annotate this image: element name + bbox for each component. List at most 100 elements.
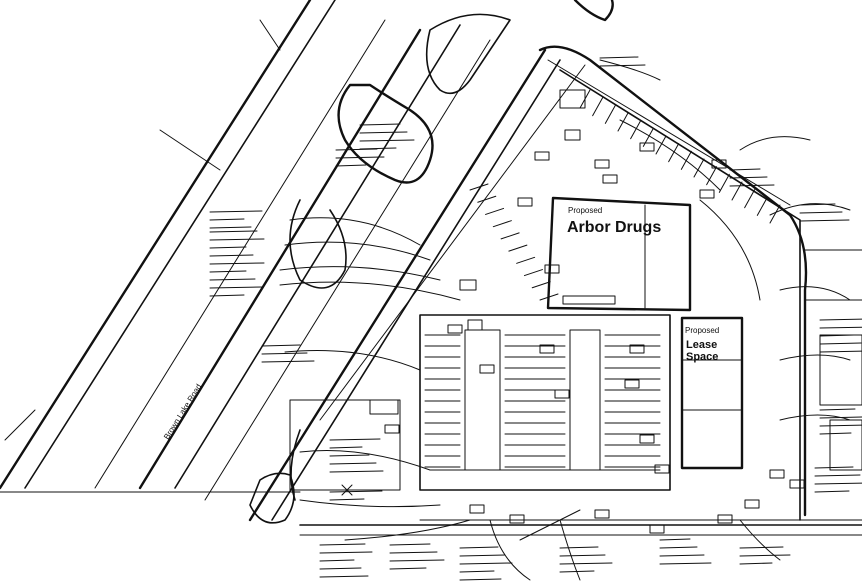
drawing-stroke bbox=[508, 244, 528, 252]
drawing-stroke bbox=[819, 424, 862, 427]
label-box bbox=[479, 364, 495, 374]
label-box bbox=[744, 499, 760, 509]
label-box bbox=[534, 151, 550, 161]
drawing-stroke bbox=[729, 184, 775, 187]
label-box bbox=[654, 464, 670, 474]
drawing-stroke bbox=[459, 578, 502, 581]
drawing-stroke bbox=[739, 562, 773, 565]
drawing-stroke bbox=[814, 466, 854, 469]
drawing-stroke bbox=[209, 278, 256, 281]
drawing-stroke bbox=[477, 195, 497, 203]
drawing-stroke bbox=[261, 352, 308, 355]
drawing-stroke bbox=[459, 546, 499, 549]
drawing-stroke bbox=[209, 230, 258, 233]
drawing-stroke bbox=[655, 135, 667, 155]
drawing-stroke bbox=[819, 432, 852, 435]
road-label: Brown Lake Road bbox=[162, 382, 203, 441]
drawing-stroke bbox=[630, 120, 642, 140]
lease-name-line1: Lease bbox=[686, 339, 717, 351]
drawing-stroke bbox=[359, 123, 401, 126]
label-box bbox=[594, 159, 610, 169]
label-box bbox=[469, 504, 485, 514]
drawing-stroke bbox=[819, 342, 862, 345]
label-box bbox=[711, 159, 727, 169]
drawing-stroke bbox=[319, 551, 373, 554]
drawing-stroke bbox=[209, 270, 247, 273]
drawing-stroke bbox=[559, 570, 595, 573]
drawing-stroke bbox=[814, 490, 850, 493]
right-edge-structures bbox=[804, 249, 862, 471]
drawing-stroke bbox=[531, 281, 551, 289]
drawing-stroke bbox=[359, 131, 408, 134]
drawing-stroke bbox=[819, 326, 862, 329]
road-lanes bbox=[0, 0, 586, 522]
drawing-stroke bbox=[729, 168, 761, 171]
drawing-stroke bbox=[209, 246, 247, 249]
label-box bbox=[639, 434, 655, 444]
drawing-stroke bbox=[592, 97, 604, 117]
drawing-stroke bbox=[769, 204, 781, 224]
parking-stalls bbox=[424, 334, 661, 468]
drawing-stroke bbox=[819, 350, 862, 353]
drawing-stroke bbox=[335, 148, 378, 151]
label-box bbox=[602, 174, 618, 184]
drawing-stroke bbox=[389, 559, 445, 562]
drawing-stroke bbox=[329, 470, 384, 473]
drawing-stroke bbox=[559, 554, 606, 557]
drawing-stroke bbox=[604, 104, 616, 124]
label-box bbox=[717, 514, 733, 524]
drawing-stroke bbox=[739, 554, 791, 557]
drawing-stroke bbox=[209, 254, 254, 257]
drawing-stroke bbox=[744, 189, 756, 209]
label-box bbox=[699, 189, 715, 199]
drawing-stroke bbox=[209, 210, 263, 213]
drawing-stroke bbox=[319, 575, 369, 578]
drawing-stroke bbox=[329, 454, 370, 457]
drawing-stroke bbox=[659, 546, 698, 549]
drawing-stroke bbox=[706, 166, 718, 186]
drawing-stroke bbox=[599, 64, 646, 67]
drawing-stroke bbox=[261, 344, 301, 347]
label-box bbox=[554, 389, 570, 399]
drawing-stroke bbox=[389, 551, 438, 554]
label-box bbox=[384, 424, 400, 434]
lease-proposed-label: Proposed bbox=[685, 326, 719, 335]
drawing-stroke bbox=[659, 538, 691, 541]
drawing-stroke bbox=[659, 554, 705, 557]
drawing-stroke bbox=[693, 158, 705, 178]
drawing-stroke bbox=[799, 203, 836, 206]
drawing-stroke bbox=[389, 567, 427, 570]
drawing-stroke bbox=[335, 156, 385, 159]
label-box bbox=[624, 379, 640, 389]
site-boundary bbox=[0, 59, 862, 536]
label-boxes bbox=[384, 142, 805, 534]
label-box bbox=[517, 197, 533, 207]
drawing-stroke bbox=[329, 462, 377, 465]
arbor-name-label: Arbor Drugs bbox=[567, 219, 661, 236]
drawing-stroke bbox=[469, 183, 489, 191]
drawing-stroke bbox=[819, 416, 862, 419]
arbor-drugs-building: Proposed Arbor Drugs bbox=[546, 196, 692, 312]
label-box bbox=[789, 479, 805, 489]
drawing-stroke bbox=[659, 562, 712, 565]
lease-name-line2: Space bbox=[686, 351, 718, 363]
drawing-stroke bbox=[319, 559, 355, 562]
drawing-stroke bbox=[261, 360, 315, 363]
label-box bbox=[769, 469, 785, 479]
drawing-stroke bbox=[459, 570, 495, 573]
label-box bbox=[639, 142, 655, 152]
drawing-stroke bbox=[599, 56, 639, 59]
label-box bbox=[629, 344, 645, 354]
drawing-stroke bbox=[739, 546, 784, 549]
drawing-stroke bbox=[329, 490, 383, 493]
lease-space-building: Proposed Lease Space bbox=[680, 316, 744, 470]
drawing-stroke bbox=[329, 498, 365, 501]
drawing-stroke bbox=[329, 446, 363, 449]
drawing-stroke bbox=[559, 562, 613, 565]
drawing-stroke bbox=[799, 219, 850, 222]
drawing-stroke bbox=[819, 318, 862, 321]
label-box bbox=[649, 524, 665, 534]
drawing-stroke bbox=[209, 294, 245, 297]
label-box bbox=[447, 324, 463, 334]
